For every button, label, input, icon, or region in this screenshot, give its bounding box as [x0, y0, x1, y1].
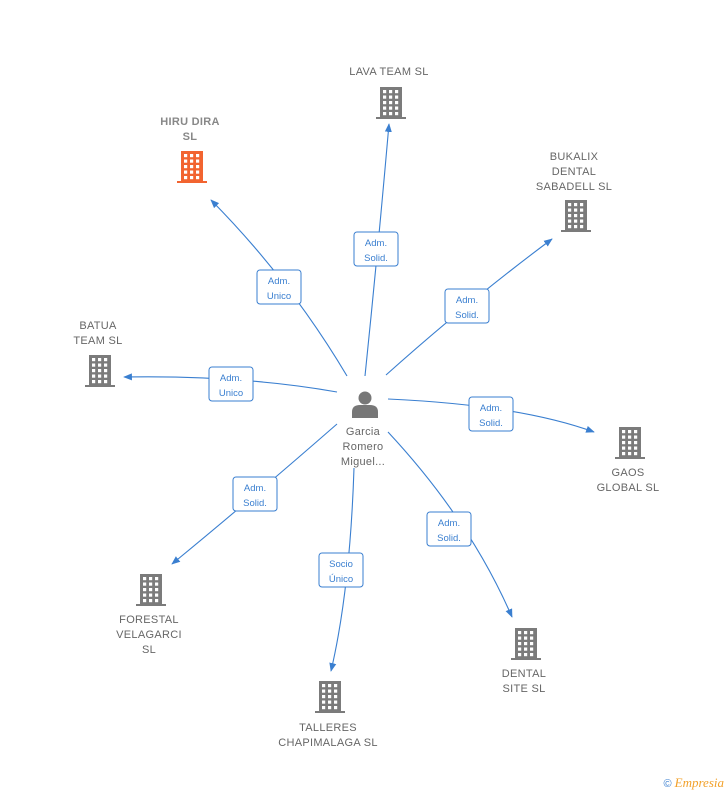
- edge-bukalix: Adm. Solid.: [385, 238, 553, 376]
- edge-role-label: Adm.: [220, 373, 242, 384]
- edge-forestal: Adm. Solid.: [171, 423, 338, 565]
- edge-role-label: Solid.: [479, 418, 503, 429]
- building-icon[interactable]: [85, 355, 115, 387]
- company-name[interactable]: BATUA: [79, 320, 117, 332]
- company-node-hiru-dira[interactable]: HIRU DIRA SL: [160, 116, 220, 183]
- company-node-dental-site[interactable]: DENTAL SITE SL: [502, 628, 546, 695]
- edge-role-label: Solid.: [243, 498, 267, 509]
- company-name[interactable]: SL: [183, 131, 198, 143]
- building-icon[interactable]: [615, 427, 645, 459]
- edge-role-label: Adm.: [268, 276, 290, 287]
- company-name[interactable]: LAVA TEAM SL: [349, 66, 428, 78]
- person-name: Miguel...: [341, 456, 385, 468]
- edge-role-label: Adm.: [244, 483, 266, 494]
- company-name[interactable]: TALLERES: [299, 722, 357, 734]
- edge-role-label: Unico: [219, 388, 243, 399]
- company-name[interactable]: DENTAL: [502, 668, 546, 680]
- edge-role-label: Solid.: [455, 310, 479, 321]
- copyright-symbol: ©: [663, 778, 672, 790]
- edge-role-badge[interactable]: Adm. Solid.: [444, 288, 490, 324]
- person-node[interactable]: GarciaRomeroMiguel...: [341, 384, 387, 468]
- edge-role-label: Único: [329, 574, 353, 585]
- edge-role-badge[interactable]: Adm. Solid.: [232, 476, 278, 512]
- building-icon[interactable]: [177, 151, 207, 183]
- edge-role-badge[interactable]: Adm. Unico: [256, 269, 302, 305]
- company-node-bukalix[interactable]: BUKALIX DENTAL SABADELL SL: [536, 151, 612, 232]
- footer-credit: © Empresia: [663, 775, 724, 791]
- edge-role-label: Adm.: [456, 295, 478, 306]
- edge-dental-site: Adm. Solid.: [387, 431, 513, 618]
- building-icon[interactable]: [561, 200, 591, 232]
- edge-role-badge[interactable]: Adm. Solid.: [468, 396, 514, 432]
- company-node-lava-team[interactable]: LAVA TEAM SL: [349, 66, 428, 119]
- company-name[interactable]: TEAM SL: [73, 335, 122, 347]
- edge-role-badge[interactable]: Adm. Solid.: [353, 231, 399, 267]
- person-name: Romero: [343, 441, 384, 453]
- edge-role-label: Solid.: [437, 533, 461, 544]
- company-node-gaos-global[interactable]: GAOS GLOBAL SL: [597, 427, 660, 494]
- edge-role-label: Adm.: [438, 518, 460, 529]
- edge-role-label: Unico: [267, 291, 291, 302]
- edge-role-label: Adm.: [365, 238, 387, 249]
- building-icon[interactable]: [511, 628, 541, 660]
- company-name[interactable]: DENTAL: [552, 166, 596, 178]
- edge-lava-team: Adm. Solid.: [353, 123, 399, 377]
- brand-logo[interactable]: Empresia: [674, 775, 724, 790]
- edge-role-label: Solid.: [364, 253, 388, 264]
- company-name[interactable]: SABADELL SL: [536, 181, 612, 193]
- person-icon[interactable]: [352, 391, 378, 419]
- company-node-batua-team[interactable]: BATUA TEAM SL: [73, 320, 122, 387]
- company-name[interactable]: SITE SL: [502, 683, 545, 695]
- company-name[interactable]: GLOBAL SL: [597, 482, 660, 494]
- company-name[interactable]: CHAPIMALAGA SL: [278, 737, 378, 749]
- company-node-talleres[interactable]: TALLERES CHAPIMALAGA SL: [278, 681, 378, 749]
- edge-role-badge[interactable]: Adm. Solid.: [426, 511, 472, 547]
- company-node-forestal[interactable]: FORESTAL VELAGARCI SL: [116, 574, 182, 656]
- building-icon[interactable]: [315, 681, 345, 713]
- edge-role-badge[interactable]: Adm. Unico: [208, 366, 254, 402]
- edge-role-label: Socio: [329, 559, 353, 570]
- company-name[interactable]: HIRU DIRA: [160, 116, 220, 128]
- company-name[interactable]: SL: [142, 644, 156, 656]
- company-name[interactable]: FORESTAL: [119, 614, 179, 626]
- building-icon[interactable]: [136, 574, 166, 606]
- building-icon[interactable]: [376, 87, 406, 119]
- edge-gaos-global: Adm. Solid.: [387, 396, 595, 433]
- edge-batua-team: Adm. Unico: [123, 366, 338, 402]
- company-name[interactable]: BUKALIX: [550, 151, 599, 163]
- edge-hiru-dira: Adm. Unico: [210, 199, 348, 377]
- company-name[interactable]: GAOS: [612, 467, 645, 479]
- edge-role-label: Adm.: [480, 403, 502, 414]
- company-name[interactable]: VELAGARCI: [116, 629, 182, 641]
- person-name: Garcia: [346, 426, 381, 438]
